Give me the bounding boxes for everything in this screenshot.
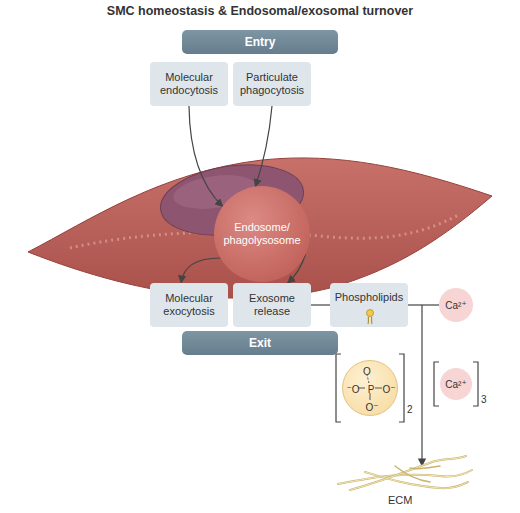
connector	[181, 258, 220, 283]
phospholipid-icon	[367, 310, 374, 325]
ecm-label: ECM	[388, 494, 412, 506]
connector	[311, 304, 330, 305]
atom-symbol: O⁻	[382, 384, 395, 395]
phosphate-ion: O ⁻O P O⁻ O⁻	[342, 360, 398, 416]
process-box: Molecular endocytosis	[150, 62, 228, 106]
atom-symbol: ⁻O	[346, 384, 359, 395]
process-box: Phospholipids	[330, 283, 408, 327]
connector	[255, 106, 272, 187]
diagram-title: SMC homeostasis & Endosomal/exosomal tur…	[0, 4, 520, 18]
connector	[408, 304, 439, 305]
node-text: Exosome release	[238, 292, 306, 318]
process-box: Molecular exocytosis	[150, 283, 228, 327]
node-text: Exit	[249, 336, 271, 350]
bracket	[434, 362, 478, 406]
node-text: Molecular endocytosis	[155, 71, 223, 97]
section-header: Entry	[182, 30, 338, 54]
section-header: Exit	[182, 331, 338, 355]
atom-symbol: P	[368, 384, 375, 395]
node-text: Molecular exocytosis	[155, 292, 223, 318]
subscript: 3	[481, 394, 487, 405]
arrow-to-ecm	[421, 305, 422, 466]
bond	[375, 388, 382, 389]
atom-symbol: O⁻	[365, 402, 378, 413]
subscript: 2	[407, 404, 413, 415]
calcium-ion: Ca²⁺	[439, 288, 473, 322]
node-text: Entry	[245, 35, 276, 49]
connector	[189, 106, 223, 207]
process-box: Particulate phagocytosis	[233, 62, 311, 106]
node-text: Phospholipids	[335, 291, 404, 304]
node-text: Particulate phagocytosis	[238, 71, 306, 97]
endosome-circle: Endosome/ phagolysosome	[214, 186, 310, 282]
node-text: Endosome/ phagolysosome	[222, 221, 302, 247]
node-text: Ca²⁺	[445, 300, 466, 311]
bracket	[336, 354, 404, 422]
atom-symbol: O	[363, 366, 371, 377]
node-text: Ca²⁺	[445, 379, 466, 390]
calcium-ion: Ca²⁺	[440, 368, 472, 400]
ecm-fibers	[338, 456, 472, 490]
process-box: Exosome release	[233, 283, 311, 327]
